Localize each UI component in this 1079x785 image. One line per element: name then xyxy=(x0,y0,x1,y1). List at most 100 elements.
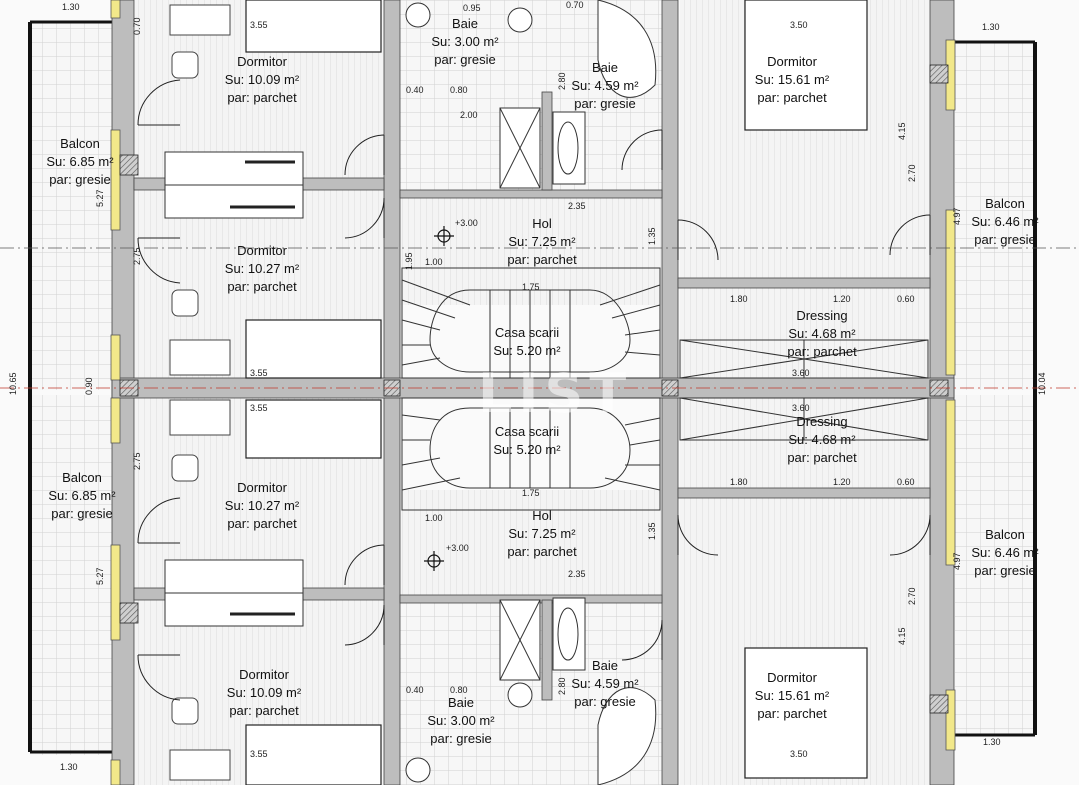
room-floor: par: parchet xyxy=(227,279,297,294)
dimension-label: 0.40 xyxy=(406,685,424,695)
room-area: Su: 4.59 m² xyxy=(571,676,639,691)
dimension-label: 2.35 xyxy=(568,569,586,579)
dimension-label: 1.80 xyxy=(730,294,748,304)
room-floor: par: parchet xyxy=(227,516,297,531)
wardrobe-rods xyxy=(230,160,295,616)
room-name: Balcon xyxy=(62,470,102,485)
dimension-label: 1.30 xyxy=(983,737,1001,747)
room-floor: par: parchet xyxy=(227,90,297,105)
room-name: Dressing xyxy=(796,308,847,323)
room-area: Su: 4.68 m² xyxy=(788,432,856,447)
room-name: Balcon xyxy=(60,136,100,151)
room-name: Baie xyxy=(448,695,474,710)
balcony-left-bottom xyxy=(30,395,112,755)
room-area: Su: 10.27 m² xyxy=(225,498,300,513)
room-area: Su: 4.68 m² xyxy=(788,326,856,341)
room-floor: par: parchet xyxy=(757,706,827,721)
dimension-label: 0.60 xyxy=(897,477,915,487)
hall-2-floor xyxy=(400,490,662,600)
dimension-label: 1.30 xyxy=(982,22,1000,32)
room-name: Dormitor xyxy=(767,54,818,69)
axis-lines xyxy=(0,247,1079,389)
dimension-label: 1.20 xyxy=(833,477,851,487)
columns xyxy=(119,64,949,714)
room-floor: par: gresie xyxy=(574,694,635,709)
room-name: Dormitor xyxy=(237,480,288,495)
room-floor: par: gresie xyxy=(49,172,110,187)
staircase-bottom xyxy=(401,397,661,511)
room-floor: par: gresie xyxy=(974,232,1035,247)
room-name: Dormitor xyxy=(239,667,290,682)
room-area: Su: 6.85 m² xyxy=(46,154,114,169)
dimension-label: 3.55 xyxy=(250,403,268,413)
dimension-label: 1.95 xyxy=(404,252,414,270)
balcony-right-top xyxy=(955,42,1035,390)
room-area: Su: 5.20 m² xyxy=(493,442,561,457)
room-floor: par: parchet xyxy=(757,90,827,105)
room-name: Dormitor xyxy=(237,54,288,69)
room-floor: par: gresie xyxy=(51,506,112,521)
room-area: Su: 10.27 m² xyxy=(225,261,300,276)
room-floor: par: parchet xyxy=(507,544,577,559)
beds xyxy=(245,0,868,785)
doors xyxy=(137,79,931,701)
dimension-label: 3.50 xyxy=(790,749,808,759)
watermark-text: LIST xyxy=(478,362,632,425)
dimension-label: 5.27 xyxy=(95,189,105,207)
dimension-label: 4.15 xyxy=(897,122,907,140)
room-area: Su: 3.00 m² xyxy=(427,713,495,728)
dimension-label: 10.65 xyxy=(8,372,18,395)
room-area: Su: 10.09 m² xyxy=(227,685,302,700)
balcony-left-top xyxy=(30,22,112,390)
room-area: Su: 5.20 m² xyxy=(493,343,561,358)
room-name: Dormitor xyxy=(237,243,288,258)
dimension-label: 2.70 xyxy=(907,587,917,605)
dimension-label: 0.70 xyxy=(566,0,584,10)
room-floor: par: parchet xyxy=(787,344,857,359)
room-name: Casa scarii xyxy=(495,424,559,439)
dimension-label: 3.55 xyxy=(250,749,268,759)
room-floor: par: gresie xyxy=(974,563,1035,578)
dimension-label: 3.55 xyxy=(250,368,268,378)
level-label: +3.00 xyxy=(446,543,469,553)
dimension-label: 2.80 xyxy=(557,677,567,695)
dimension-label: 2.35 xyxy=(568,201,586,211)
room-name: Dressing xyxy=(796,414,847,429)
room-floor: par: parchet xyxy=(787,450,857,465)
bath-fixtures xyxy=(405,0,657,785)
dimension-label: 2.70 xyxy=(907,164,917,182)
dimension-label: 1.80 xyxy=(730,477,748,487)
dimension-label: 4.97 xyxy=(952,207,962,225)
dimension-label: 0.60 xyxy=(897,294,915,304)
dimension-label: 4.15 xyxy=(897,627,907,645)
room-floor: par: gresie xyxy=(434,52,495,67)
dimension-label: 1.20 xyxy=(833,294,851,304)
room-name: Dormitor xyxy=(767,670,818,685)
dimension-label: 0.95 xyxy=(463,3,481,13)
room-area: Su: 4.59 m² xyxy=(571,78,639,93)
level-labels: +3.00+3.00 xyxy=(446,218,478,553)
dimension-label: 3.60 xyxy=(792,403,810,413)
room-name: Baie xyxy=(452,16,478,31)
room-area: Su: 10.09 m² xyxy=(225,72,300,87)
room-name: Baie xyxy=(592,658,618,673)
dimension-label: 0.70 xyxy=(132,17,142,35)
room-floor: par: parchet xyxy=(507,252,577,267)
room-area: Su: 3.00 m² xyxy=(431,34,499,49)
dimension-label: 0.90 xyxy=(84,377,94,395)
room-floor: par: gresie xyxy=(574,96,635,111)
dimension-label: 1.00 xyxy=(425,513,443,523)
